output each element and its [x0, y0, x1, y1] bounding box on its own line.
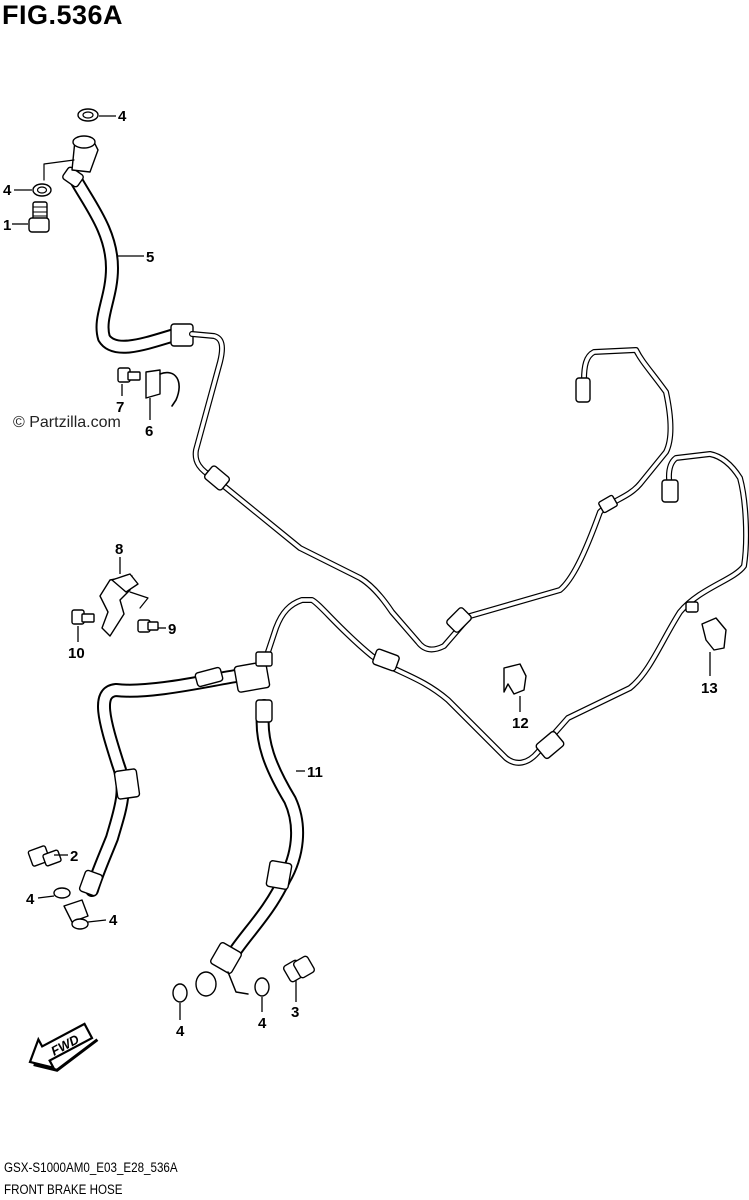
bolt-10[interactable]	[71, 609, 95, 625]
washer-4-bottom-a[interactable]	[172, 983, 188, 1003]
callout-4-bottom-a: 4	[176, 1023, 185, 1040]
callout-8: 8	[115, 541, 123, 558]
clamp-6[interactable]	[145, 369, 180, 407]
callout-10: 10	[68, 645, 85, 662]
callout-4-top: 4	[118, 108, 127, 125]
brake-pipe-lower[interactable]	[265, 451, 749, 766]
forward-direction-arrow-icon: FWD	[28, 1022, 99, 1072]
figure-title: FIG.536A	[2, 0, 124, 30]
union-bolt-2[interactable]	[27, 845, 62, 867]
brake-hose-5[interactable]	[62, 135, 194, 354]
callout-1: 1	[3, 217, 11, 234]
callout-12: 12	[512, 715, 529, 732]
callout-13: 13	[701, 680, 718, 697]
clamp-13[interactable]	[701, 617, 727, 651]
callout-2: 2	[70, 848, 78, 865]
bracket-8[interactable]	[99, 573, 149, 637]
diagram-name: FRONT BRAKE HOSE	[4, 1182, 123, 1197]
bolt-9[interactable]	[137, 619, 159, 633]
callout-4-bottom-b: 4	[258, 1015, 267, 1032]
watermark: © Partzilla.com	[13, 414, 121, 431]
brake-hose-11[interactable]	[63, 651, 305, 997]
washer-4-lower-a[interactable]	[53, 887, 71, 899]
washer-4-bottom-b[interactable]	[254, 977, 270, 997]
union-bolt-3[interactable]	[282, 955, 316, 983]
bolt-7[interactable]	[117, 367, 141, 383]
callout-6: 6	[145, 423, 153, 440]
model-code: GSX-S1000AM0_E03_E28_536A	[4, 1160, 178, 1175]
washer-4-upper-left[interactable]	[32, 183, 52, 197]
callout-9: 9	[168, 621, 176, 638]
clamp-12[interactable]	[503, 663, 527, 695]
brake-pipe-upper[interactable]	[189, 331, 674, 653]
callout-4-lower-b: 4	[109, 912, 118, 929]
callout-7: 7	[116, 399, 124, 416]
callout-4-upper-left: 4	[3, 182, 12, 199]
washer-4-lower-b[interactable]	[71, 918, 89, 930]
washer-4-top[interactable]	[77, 108, 99, 122]
callout-4-lower-a: 4	[26, 891, 35, 908]
callout-11: 11	[307, 764, 323, 781]
union-bolt-1[interactable]	[28, 201, 50, 233]
callout-5: 5	[146, 249, 154, 266]
callout-3: 3	[291, 1004, 299, 1021]
